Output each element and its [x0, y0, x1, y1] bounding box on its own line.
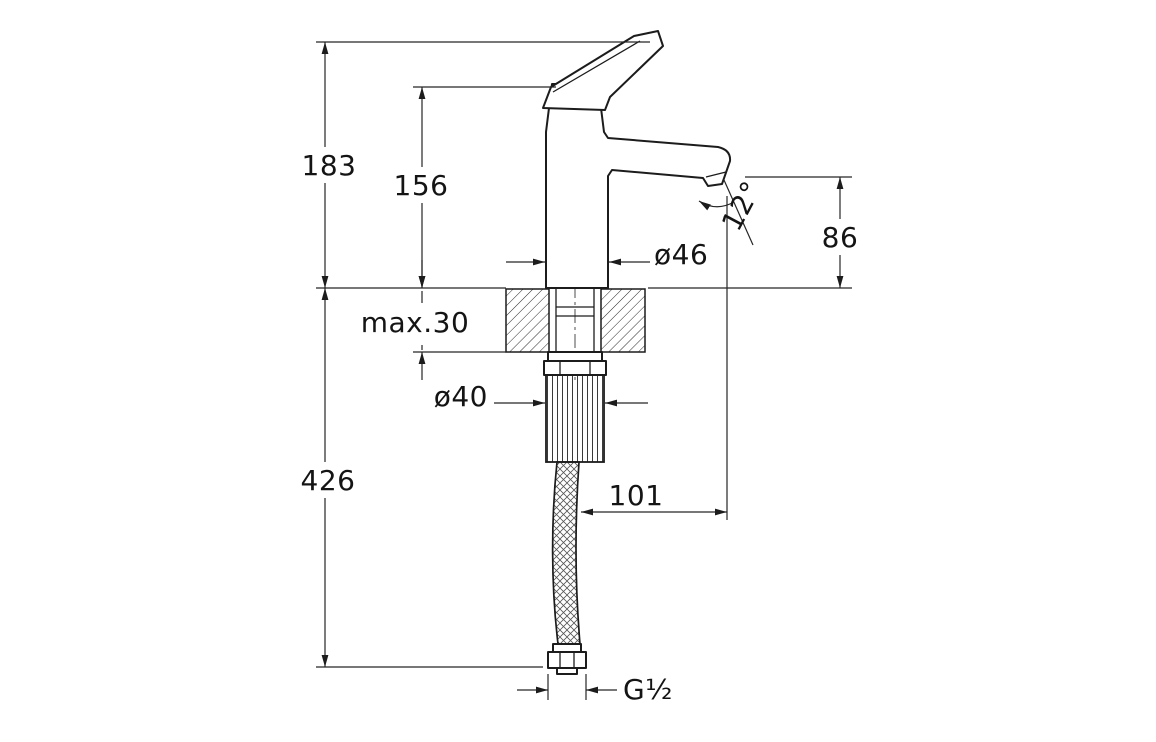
aerator-line: [705, 171, 727, 178]
below-counter-length-label: 426: [301, 464, 356, 497]
mounting-shank: [543, 284, 607, 463]
faucet-body-and-spout: [545, 83, 732, 289]
countertop-hatch-left: [505, 288, 550, 353]
body-diameter-label: ø46: [654, 238, 708, 271]
hose-collar: [552, 643, 582, 653]
countertop-section: [505, 288, 646, 353]
supply-hose: [547, 461, 587, 675]
body-height-label: 156: [394, 169, 449, 202]
shank-diameter-label: ø40: [434, 380, 488, 413]
hose-thread-stub: [556, 667, 578, 675]
dimension-dia40: ø40: [434, 380, 648, 413]
extension-lines: [316, 41, 852, 700]
handle-detail-line: [552, 40, 641, 93]
connection-thread-label: G½: [623, 673, 673, 706]
dimension-86: 86: [822, 177, 859, 288]
spout-reach-label: 101: [609, 479, 664, 512]
dimension-101: 101: [581, 479, 727, 516]
dimension-thread-g12: G½: [517, 673, 673, 706]
spout-angle-ref-line: [723, 179, 754, 246]
flexible-hose: [551, 461, 581, 645]
dimension-426: 426: [301, 288, 356, 667]
dimension-156: 156: [394, 87, 449, 288]
dimension-183: 183: [302, 42, 357, 288]
dimension-dia46: ø46: [506, 238, 708, 271]
faucet-handle: [542, 30, 664, 111]
mounting-nut: [543, 360, 607, 376]
mounting-washer: [547, 351, 603, 362]
countertop-hatch-right: [600, 288, 646, 353]
total-height-label: 183: [302, 149, 357, 182]
faucet: [542, 30, 732, 289]
spout-height-label: 86: [822, 221, 859, 254]
max-counter-thickness-label: max.30: [361, 306, 470, 339]
threaded-shank: [545, 374, 605, 463]
hose-hex-nut: [547, 651, 587, 669]
angle-arc: [698, 200, 735, 211]
spout-angle-label: 12°: [715, 176, 768, 237]
dimension-max30: max.30: [361, 260, 470, 380]
